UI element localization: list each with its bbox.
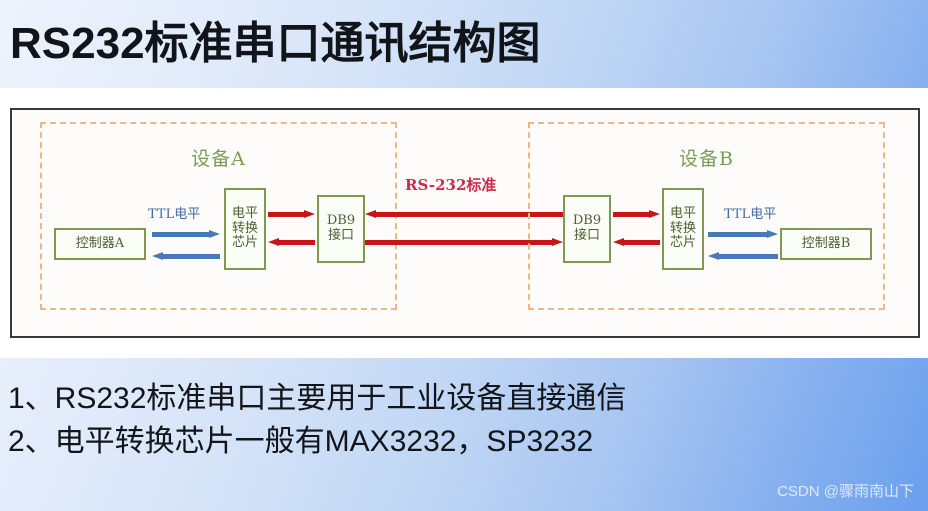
arrow-conv-a-to-ctrl-a bbox=[152, 252, 220, 261]
arrow-db9-b-to-conv-b bbox=[613, 210, 660, 219]
arrow-ctrl-a-to-conv-a bbox=[152, 230, 220, 239]
level-converter-a-line2: 转换 bbox=[231, 220, 258, 236]
device-b-title: 设备B bbox=[679, 148, 734, 170]
bullet-item-2: 2、电平转换芯片一般有MAX3232，SP3232 bbox=[8, 424, 594, 458]
db9-port-b-line1: DB9 bbox=[572, 213, 602, 229]
controller-b-label: 控制器B bbox=[801, 235, 851, 251]
title-bar: RS232标准串口通讯结构图 bbox=[0, 0, 928, 88]
bullet-item-1: 1、RS232标准串口主要用于工业设备直接通信 bbox=[8, 382, 627, 415]
controller-b-box: 控制器B bbox=[780, 228, 872, 260]
arrow-db9-a-to-db9-b bbox=[365, 238, 563, 247]
level-converter-b-box: 电平 转换 芯片 bbox=[662, 188, 704, 270]
diagram-panel: 设备A 控制器A 电平 转换 芯片 DB9 接口 TTL电平 bbox=[0, 88, 928, 358]
device-b-container: 设备B bbox=[528, 122, 885, 310]
arrow-db9-a-to-conv-a bbox=[268, 238, 315, 247]
arrow-ctrl-b-to-conv-b bbox=[708, 252, 778, 261]
ttl-level-label-a: TTL电平 bbox=[148, 207, 201, 222]
db9-port-b-box: DB9 接口 bbox=[563, 195, 611, 263]
diagram-frame: 设备A 控制器A 电平 转换 芯片 DB9 接口 TTL电平 bbox=[10, 108, 920, 338]
level-converter-b-line1: 电平 bbox=[669, 205, 696, 221]
arrow-conv-b-to-ctrl-b bbox=[708, 230, 778, 239]
arrow-db9-b-to-db9-a bbox=[365, 210, 563, 219]
controller-a-label: 控制器A bbox=[75, 235, 125, 251]
rs232-standard-label: RS-232标准 bbox=[405, 176, 497, 194]
device-a-title: 设备A bbox=[191, 148, 246, 170]
bullet-list: 1、RS232标准串口主要用于工业设备直接通信 2、电平转换芯片一般有MAX32… bbox=[8, 378, 908, 463]
ttl-level-label-b: TTL电平 bbox=[724, 207, 777, 222]
page-title: RS232标准串口通讯结构图 bbox=[10, 19, 541, 68]
db9-port-b-line2: 接口 bbox=[573, 228, 600, 243]
level-converter-a-box: 电平 转换 芯片 bbox=[224, 188, 266, 270]
watermark: CSDN @骤雨南山下 bbox=[777, 483, 914, 500]
arrow-conv-a-to-db9-a bbox=[268, 210, 315, 219]
arrow-conv-b-to-db9-b bbox=[613, 238, 660, 247]
level-converter-a-line1: 电平 bbox=[231, 205, 258, 221]
level-converter-b-line3: 芯片 bbox=[669, 235, 696, 251]
controller-a-box: 控制器A bbox=[54, 228, 146, 260]
db9-port-a-box: DB9 接口 bbox=[317, 195, 365, 263]
db9-port-a-line1: DB9 bbox=[326, 213, 356, 229]
db9-port-a-line2: 接口 bbox=[327, 228, 354, 243]
level-converter-a-line3: 芯片 bbox=[231, 235, 258, 251]
level-converter-b-line2: 转换 bbox=[669, 220, 696, 236]
